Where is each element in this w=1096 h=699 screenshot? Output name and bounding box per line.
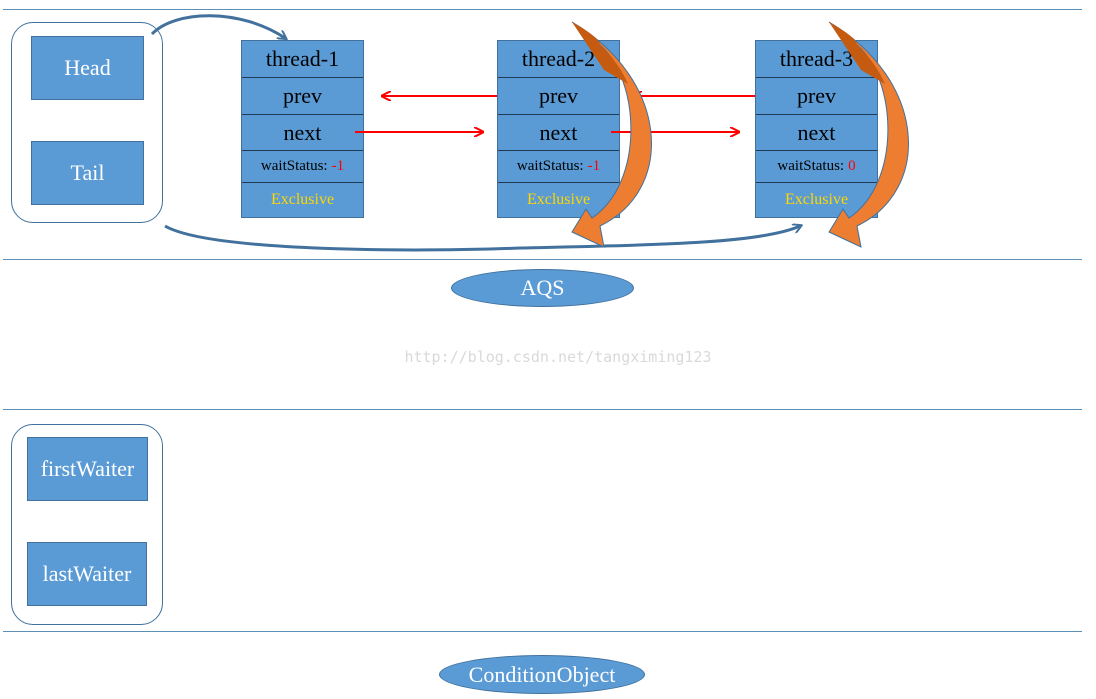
node-prev-label: prev: [538, 83, 579, 108]
node-mode-label: Exclusive: [270, 191, 335, 208]
watermark-text: http://blog.csdn.net/tangximing123: [404, 348, 712, 366]
node-next-field: next: [498, 115, 619, 151]
wait-status-value: 0: [848, 158, 856, 174]
last-waiter-label: lastWaiter: [42, 561, 132, 586]
wait-status-label: waitStatus:: [260, 158, 328, 174]
node-next-label: next: [283, 119, 322, 145]
node-prev-field: prev: [498, 78, 619, 115]
wait-status-label: waitStatus:: [777, 158, 845, 174]
tail-pointer-arrow: [164, 226, 800, 252]
head-pointer-arrow: [150, 14, 285, 38]
tail-label: Tail: [70, 160, 105, 185]
head-box: Head: [31, 36, 144, 100]
node-next-field: next: [756, 115, 877, 151]
node-next-label: next: [797, 119, 836, 145]
node-thread-field: thread-1: [242, 41, 363, 78]
node-prev-label: prev: [796, 83, 837, 108]
node-mode-label: Exclusive: [784, 191, 849, 208]
node-wait-status-field: waitStatus:0: [756, 151, 877, 183]
aqs-title-badge: AQS: [451, 269, 634, 307]
wait-status-value: -1: [587, 158, 601, 174]
node-wait-status-field: waitStatus:-1: [498, 151, 619, 183]
separator-line: [3, 259, 1082, 260]
node-thread-label: thread-1: [265, 46, 340, 71]
node-mode-field: Exclusive: [498, 183, 619, 217]
node-thread-label: thread-3: [779, 46, 854, 71]
queue-node-thread-1: thread-1 prev next waitStatus:-1 Exclusi…: [241, 40, 364, 218]
first-waiter-box: firstWaiter: [27, 437, 148, 501]
head-label: Head: [64, 55, 111, 80]
node-3-cycle-arrow: [828, 21, 909, 248]
separator-line: [3, 9, 1082, 10]
node-thread-field: thread-2: [498, 41, 619, 78]
node-mode-label: Exclusive: [526, 191, 591, 208]
condition-object-title-badge: ConditionObject: [439, 655, 645, 694]
node-thread-label: thread-2: [521, 46, 596, 71]
node-next-label: next: [539, 119, 578, 145]
wait-status-label: waitStatus:: [516, 158, 584, 174]
first-waiter-label: firstWaiter: [40, 456, 135, 481]
node-2-cycle-arrow: [571, 21, 652, 248]
queue-node-thread-3: thread-3 prev next waitStatus:0 Exclusiv…: [755, 40, 878, 218]
node-mode-field: Exclusive: [756, 183, 877, 217]
wait-status-value: -1: [331, 158, 345, 174]
tail-box: Tail: [31, 141, 144, 205]
separator-line: [3, 631, 1082, 632]
last-waiter-box: lastWaiter: [27, 542, 147, 606]
node-prev-field: prev: [242, 78, 363, 115]
queue-node-thread-2: thread-2 prev next waitStatus:-1 Exclusi…: [497, 40, 620, 218]
node-mode-field: Exclusive: [242, 183, 363, 217]
aqs-title: AQS: [520, 275, 565, 300]
node-prev-label: prev: [282, 83, 323, 108]
node-next-field: next: [242, 115, 363, 151]
separator-line: [3, 409, 1082, 410]
node-prev-field: prev: [756, 78, 877, 115]
node-thread-field: thread-3: [756, 41, 877, 78]
condition-object-title: ConditionObject: [468, 661, 616, 687]
node-wait-status-field: waitStatus:-1: [242, 151, 363, 183]
